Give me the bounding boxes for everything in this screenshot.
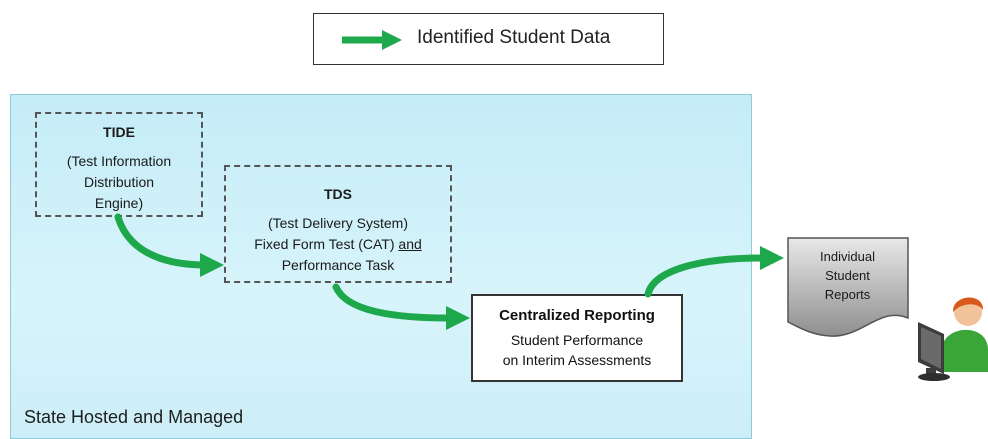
report-label: Individual Student Reports: [790, 247, 905, 304]
tide-title: TIDE: [103, 124, 135, 140]
green-arrow-icon: [342, 30, 402, 50]
report-line-3: Reports: [824, 287, 871, 302]
report-line-1: Individual: [820, 249, 875, 264]
tds-line-2b: and: [398, 236, 422, 252]
centralized-reporting-box: Centralized Reporting Student Performanc…: [471, 294, 683, 382]
user-at-computer-icon: [918, 297, 988, 381]
tds-title: TDS: [324, 186, 352, 202]
tds-line-2a: Fixed Form Test (CAT): [254, 236, 399, 252]
arrow-tds-to-central-head: [446, 306, 470, 330]
central-line-1: Student Performance: [510, 332, 644, 348]
legend-box: Identified Student Data: [313, 13, 664, 65]
tide-line-2: Distribution: [83, 174, 155, 190]
tide-line-1: (Test Information: [66, 153, 172, 169]
tds-line-1: (Test Delivery System): [267, 215, 409, 231]
arrow-central-to-reports: [644, 254, 766, 298]
legend-label: Identified Student Data: [417, 27, 611, 48]
arrow-central-to-reports-head: [760, 246, 784, 270]
tds-line-2: Fixed Form Test (CAT) and: [226, 234, 450, 255]
arrow-tds-to-central: [332, 283, 452, 322]
central-title: Centralized Reporting: [499, 307, 655, 324]
document-icon: [787, 237, 909, 337]
arrow-tide-to-tds: [114, 213, 206, 269]
arrow-tide-to-tds-head: [200, 253, 224, 277]
tds-box: TDS (Test Delivery System) Fixed Form Te…: [224, 165, 452, 283]
tds-line-3: Performance Task: [281, 257, 395, 273]
report-line-2: Student: [825, 268, 870, 283]
region-label: State Hosted and Managed: [24, 407, 244, 427]
tide-line-3: Engine): [94, 195, 144, 211]
central-line-2: on Interim Assessments: [502, 352, 652, 368]
